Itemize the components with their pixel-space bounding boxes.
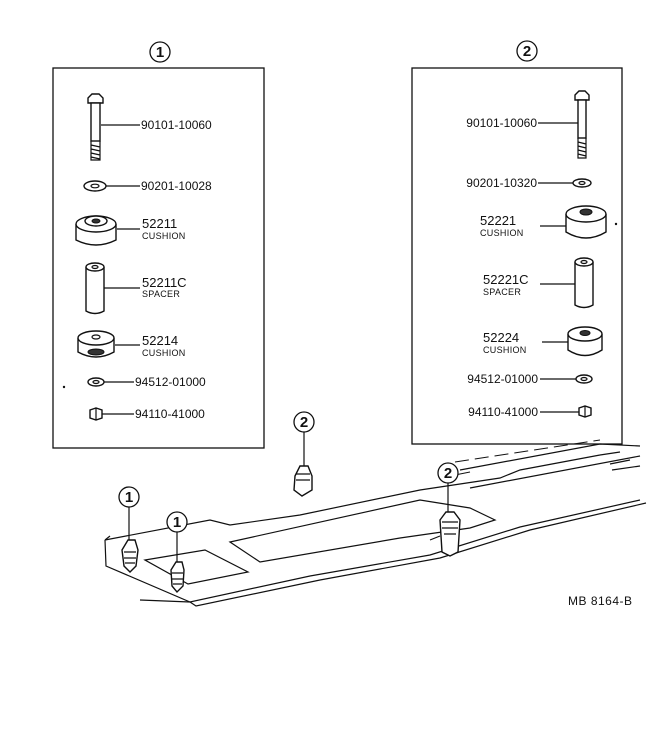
- cushion-lower-icon: [567, 326, 603, 357]
- group-2-marker-label: 2: [523, 43, 531, 60]
- reference-code: MB 8164-B: [568, 594, 633, 608]
- spacer-icon: [85, 262, 105, 315]
- part-number: 52211: [142, 216, 177, 231]
- lock-washer-icon: [87, 377, 105, 387]
- part-description: CUSHION: [142, 231, 186, 241]
- part-number: 94512-01000: [467, 372, 538, 386]
- part-number: 52224: [483, 330, 519, 345]
- part-number: 90101-10060: [141, 118, 212, 132]
- dot-mark: [614, 222, 618, 226]
- group-1-box: [52, 67, 265, 449]
- bolt-icon: [87, 93, 104, 161]
- part-number: 90101-10060: [466, 116, 537, 130]
- cushion-upper-icon: [565, 205, 607, 239]
- frame-marker-label: 2: [300, 414, 308, 431]
- part-description: SPACER: [483, 287, 521, 297]
- frame-marker-label: 1: [125, 489, 133, 506]
- part-number: 94512-01000: [135, 375, 206, 389]
- part-number: 90201-10028: [141, 179, 212, 193]
- lock-washer-icon: [575, 374, 593, 384]
- frame-marker: 1: [166, 511, 188, 533]
- dot-mark: [62, 385, 66, 389]
- part-number: 52221: [480, 213, 516, 228]
- mount-assembly-icon: [170, 532, 185, 594]
- cushion-upper-icon: [75, 215, 117, 246]
- part-description: SPACER: [142, 289, 180, 299]
- mount-assembly-icon: [429, 483, 461, 557]
- spacer-icon: [574, 257, 594, 309]
- part-number: 52211C: [142, 275, 187, 290]
- cushion-lower-icon: [77, 330, 115, 358]
- group-1-marker-label: 1: [156, 44, 164, 61]
- part-number: 94110-41000: [135, 407, 205, 421]
- part-number: 52214: [142, 333, 178, 348]
- nut-icon: [578, 405, 592, 418]
- frame-marker: 2: [437, 462, 459, 484]
- part-description: CUSHION: [480, 228, 524, 238]
- washer-icon: [83, 180, 107, 192]
- part-number: 52221C: [483, 272, 529, 287]
- frame-marker-label: 1: [173, 514, 181, 531]
- frame-marker: 1: [118, 486, 140, 508]
- washer-icon: [572, 178, 592, 188]
- bolt-icon: [574, 90, 590, 159]
- mount-assembly-icon: [293, 432, 313, 497]
- group-1-marker: [149, 41, 171, 63]
- part-number: 94110-41000: [468, 405, 538, 419]
- part-description: CUSHION: [483, 345, 527, 355]
- vehicle-frame: [104, 439, 647, 607]
- group-2: 2 90101-10060 90201-10320 52221 CUSHION: [411, 40, 623, 445]
- group-2-marker: [516, 40, 538, 62]
- group-2-box: [411, 67, 623, 445]
- part-number: 90201-10320: [466, 176, 537, 190]
- frame-marker: 2: [293, 411, 315, 433]
- frame-marker-label: 2: [444, 465, 452, 482]
- part-description: CUSHION: [142, 348, 186, 358]
- mount-assembly-icon: [121, 507, 139, 573]
- group-1: 1 90101-10060 90201-10028 52211 CUSHION: [52, 41, 265, 449]
- nut-icon: [89, 407, 103, 421]
